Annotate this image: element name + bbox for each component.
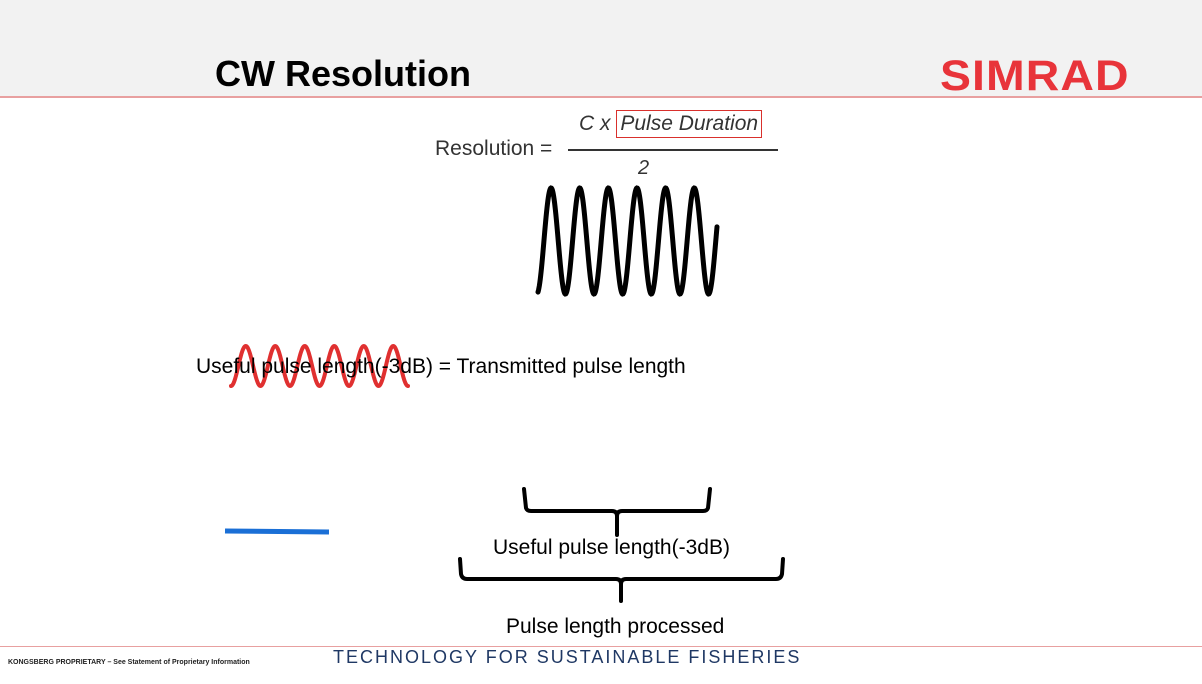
formula-numerator: C x Pulse Duration bbox=[579, 110, 763, 138]
transmitted-pulse-wave bbox=[535, 185, 720, 297]
processed-pulse-caption: Pulse length processed bbox=[506, 615, 725, 638]
formula-label: Resolution = bbox=[435, 137, 553, 160]
pulse-duration-highlight: Pulse Duration bbox=[616, 110, 763, 138]
simrad-logo: SIMRAD bbox=[940, 52, 1130, 100]
slide-title: CW Resolution bbox=[215, 53, 471, 94]
processed-signal-line bbox=[224, 528, 330, 535]
footer-tagline: TECHNOLOGY FOR SUSTAINABLE FISHERIES bbox=[333, 647, 802, 667]
header-divider bbox=[0, 96, 1202, 98]
proprietary-notice: KONGSBERG PROPRIETARY – See Statement of… bbox=[8, 659, 250, 666]
formula-numerator-prefix: C x bbox=[579, 112, 611, 135]
footer-divider bbox=[0, 646, 1202, 647]
formula-denominator: 2 bbox=[638, 157, 650, 179]
useful-pulse-brace bbox=[522, 487, 712, 537]
fraction-bar bbox=[568, 149, 778, 151]
useful-pulse-caption: Useful pulse length(-3dB) bbox=[493, 536, 730, 559]
useful-equals-transmitted-caption: Useful pulse length(-3dB) = Transmitted … bbox=[196, 355, 686, 378]
processed-pulse-brace bbox=[458, 557, 785, 603]
slide-header bbox=[0, 0, 1202, 97]
received-pulse-wave bbox=[229, 343, 410, 389]
